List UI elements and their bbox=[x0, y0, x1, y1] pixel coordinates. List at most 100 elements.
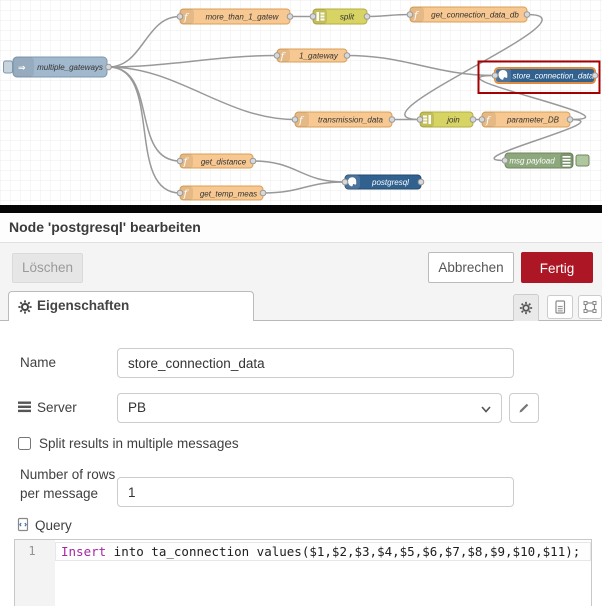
tab-eigenschaften[interactable]: Eigenschaften bbox=[8, 291, 254, 321]
function-icon: f bbox=[485, 116, 492, 127]
output-port[interactable] bbox=[417, 178, 425, 186]
editor-gutter bbox=[15, 540, 55, 606]
node-msg-payload[interactable]: msg payload bbox=[501, 152, 590, 169]
svg-text:transmission_data: transmission_data bbox=[318, 116, 383, 125]
done-button[interactable]: Fertig bbox=[521, 252, 593, 283]
svg-text:get_connection_data_db: get_connection_data_db bbox=[431, 11, 519, 20]
output-port[interactable] bbox=[469, 116, 477, 123]
function-icon: f bbox=[413, 11, 420, 22]
postgresql-elephant-icon bbox=[498, 70, 508, 80]
function-icon: f bbox=[183, 189, 190, 200]
server-selected-value: PB bbox=[128, 400, 147, 415]
wire[interactable] bbox=[108, 66, 181, 194]
wire[interactable] bbox=[108, 66, 296, 121]
input-port[interactable] bbox=[406, 11, 414, 18]
output-port[interactable] bbox=[105, 63, 112, 71]
output-port[interactable] bbox=[388, 116, 396, 123]
appearance-tab-button[interactable] bbox=[578, 295, 602, 319]
query-code-editor[interactable]: 1 Insert into ta_connection values($1,$2… bbox=[14, 539, 592, 606]
server-icon bbox=[18, 401, 31, 413]
node-postgresql[interactable]: postgresql bbox=[341, 174, 425, 190]
output-port[interactable] bbox=[259, 189, 267, 197]
input-port[interactable] bbox=[176, 13, 184, 20]
split-results-checkbox[interactable] bbox=[18, 437, 31, 450]
rows-per-message-input[interactable] bbox=[117, 477, 514, 507]
pencil-icon bbox=[519, 403, 529, 413]
canvas-grid bbox=[0, 0, 602, 205]
delete-button[interactable]: Löschen bbox=[12, 253, 83, 283]
node-more-than-1-gatew[interactable]: f more_than_1_gatew bbox=[176, 8, 294, 25]
input-port[interactable] bbox=[309, 13, 317, 20]
query-label: Query bbox=[35, 518, 72, 533]
wire[interactable] bbox=[252, 160, 346, 183]
node-store-connection-data[interactable]: store_connection_data bbox=[491, 67, 599, 84]
svg-text:more_than_1_gatew: more_than_1_gatew bbox=[206, 13, 280, 22]
chevron-down-icon bbox=[481, 406, 491, 413]
selection-frame-icon bbox=[583, 301, 597, 313]
wire[interactable] bbox=[404, 13, 543, 121]
edit-server-button[interactable] bbox=[509, 393, 539, 423]
input-port[interactable] bbox=[416, 116, 424, 123]
debug-toggle-button[interactable] bbox=[575, 154, 590, 167]
dialog-button-row: Löschen Abbrechen Fertig bbox=[0, 243, 602, 290]
node-get-distance[interactable]: f get_distance bbox=[176, 153, 257, 169]
red-highlight-box bbox=[477, 60, 601, 94]
output-port[interactable] bbox=[566, 116, 574, 123]
node-split[interactable]: split bbox=[309, 8, 371, 25]
output-port[interactable] bbox=[363, 13, 371, 20]
gear-icon bbox=[519, 301, 533, 315]
wires bbox=[108, 13, 587, 194]
properties-form: Name Server PB Split results in multiple… bbox=[0, 321, 602, 606]
inject-button[interactable] bbox=[3, 60, 13, 74]
wire[interactable] bbox=[108, 54, 278, 68]
flow-canvas[interactable]: ⇒ multiple_gateways f more_than_1_gatew … bbox=[0, 0, 602, 205]
output-port[interactable] bbox=[249, 157, 257, 165]
wire[interactable] bbox=[478, 74, 587, 121]
svg-text:join: join bbox=[446, 116, 460, 125]
wire[interactable] bbox=[493, 118, 582, 162]
cancel-button[interactable]: Abbrechen bbox=[428, 252, 514, 283]
wire[interactable] bbox=[108, 15, 181, 68]
input-port[interactable] bbox=[501, 157, 509, 164]
split-icon bbox=[316, 12, 325, 21]
properties-tab-button[interactable] bbox=[513, 294, 539, 321]
input-port[interactable] bbox=[176, 157, 184, 165]
postgresql-elephant-icon bbox=[348, 177, 357, 187]
node-parameter-db[interactable]: f parameter_DB bbox=[478, 111, 574, 128]
node-1-gateway[interactable]: f 1_gateway bbox=[273, 48, 351, 63]
active-line-highlight bbox=[55, 542, 591, 561]
output-port[interactable] bbox=[523, 11, 531, 18]
node-transmission-data[interactable]: f transmission_data bbox=[291, 111, 396, 128]
output-port[interactable] bbox=[591, 72, 599, 79]
node-join[interactable]: join bbox=[416, 111, 477, 128]
description-tab-button[interactable] bbox=[547, 295, 573, 319]
name-input[interactable] bbox=[117, 348, 514, 378]
input-port[interactable] bbox=[491, 72, 499, 79]
node-get-temp-meas[interactable]: f get_temp_meas bbox=[176, 185, 267, 201]
wire[interactable] bbox=[262, 181, 346, 194]
input-port[interactable] bbox=[273, 52, 281, 59]
wire[interactable] bbox=[346, 54, 496, 77]
inject-arrows-icon: ⇒ bbox=[18, 64, 26, 74]
output-port[interactable] bbox=[286, 13, 294, 20]
tab-label: Eigenschaften bbox=[37, 298, 130, 313]
rows-label-line2: per message bbox=[20, 486, 99, 501]
node-get-connection-data-db[interactable]: f get_connection_data_db bbox=[406, 6, 531, 23]
svg-text:1_gateway: 1_gateway bbox=[299, 52, 339, 61]
server-select[interactable]: PB bbox=[117, 393, 502, 423]
input-port[interactable] bbox=[176, 189, 184, 197]
node-multiple-gateways[interactable]: ⇒ multiple_gateways bbox=[3, 56, 112, 78]
server-label: Server bbox=[37, 400, 77, 415]
input-port[interactable] bbox=[341, 178, 349, 186]
query-file-icon bbox=[17, 517, 29, 532]
svg-text:split: split bbox=[340, 13, 355, 22]
input-port[interactable] bbox=[291, 116, 299, 123]
editor-active-line[interactable]: 1 Insert into ta_connection values($1,$2… bbox=[15, 542, 591, 561]
query-code-line[interactable]: Insert into ta_connection values($1,$2,$… bbox=[61, 542, 580, 561]
output-port[interactable] bbox=[343, 52, 351, 59]
wire[interactable] bbox=[366, 13, 411, 18]
dialog-tab-bar: Eigenschaften bbox=[0, 290, 602, 321]
svg-text:get_temp_meas: get_temp_meas bbox=[200, 190, 257, 199]
input-port[interactable] bbox=[478, 116, 486, 123]
